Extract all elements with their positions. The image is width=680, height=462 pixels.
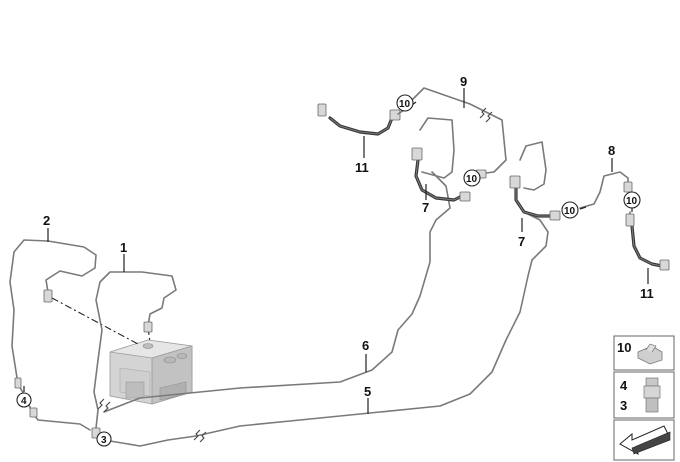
label-pipe-5: 5 [364,384,371,399]
svg-text:4: 4 [21,396,27,407]
brake-hose-7b [509,141,561,221]
svg-text:3: 3 [101,435,107,446]
label-pipe-2: 2 [43,213,50,228]
callout-10-hose-11b: 10 [623,191,641,209]
callout-10-hose-7b: 10 [561,201,579,219]
callout-4: 4 [16,392,32,408]
brake-pipe-2 [9,239,97,431]
label-pipe-1: 1 [120,240,127,255]
brake-pipe-8 [579,171,633,209]
legend-screw-fitting: 4 3 [613,371,675,419]
svg-text:10: 10 [399,99,411,110]
brake-hose-7a [411,117,471,202]
brake-pipe-6 [97,171,451,413]
callout-10-hose-11a: 10 [396,94,414,112]
callout-3: 3 [96,431,112,447]
install-line-pipe-2 [51,297,139,345]
legend-label-4: 4 [620,378,628,393]
label-hose-7a: 7 [422,200,429,215]
brake-hose-11a [317,103,405,136]
label-hose-11b: 11 [640,286,654,301]
legend-hose-bracket: 10 [613,335,675,371]
brake-hose-11b [625,211,670,271]
callout-10-hose-7a: 10 [463,169,481,187]
label-pipe-8: 8 [608,143,615,158]
brake-pipe-1 [91,271,177,441]
label-pipe-9: 9 [460,74,467,89]
legend-label-10: 10 [617,340,631,355]
svg-text:10: 10 [626,196,638,207]
label-pipe-6: 6 [362,338,369,353]
orientation-arrow-icon [619,425,669,456]
svg-text:10: 10 [564,206,576,217]
brake-pipe-5 [103,213,549,447]
legend-label-3: 3 [620,398,627,413]
label-hose-11a: 11 [355,160,369,175]
legend-orientation-arrow [613,419,675,461]
label-hose-7b: 7 [518,234,525,249]
hydraulic-unit [109,339,193,405]
svg-text:10: 10 [466,174,478,185]
